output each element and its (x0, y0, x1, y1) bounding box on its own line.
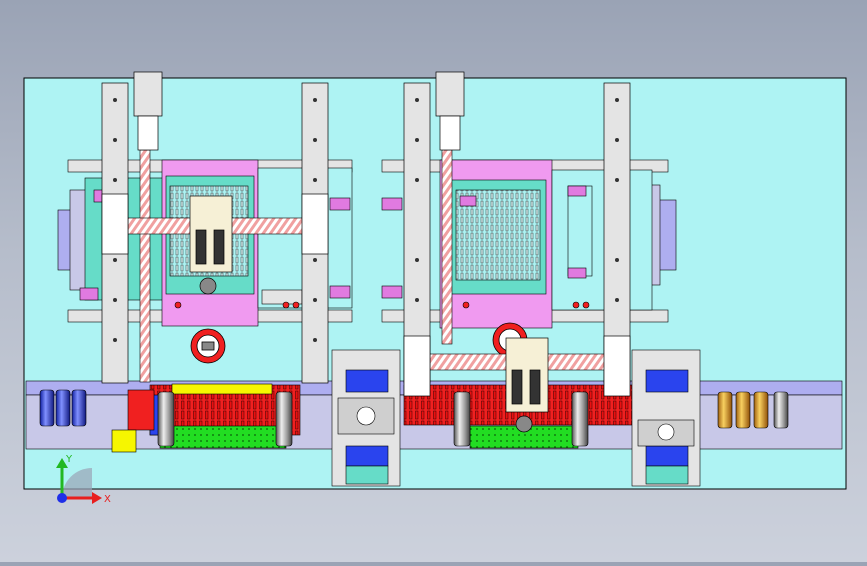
axis-triad: X Y (56, 454, 111, 505)
tool-heads (101, 193, 631, 433)
station-right (381, 159, 669, 329)
y-axis-label: Y (65, 454, 73, 465)
cylinders (39, 389, 789, 447)
servo-motors (133, 71, 465, 151)
x-axis-label: X (104, 494, 111, 505)
y-axis-arrowhead (56, 458, 68, 468)
lower-carriages (331, 349, 701, 487)
x-axis-arrowhead (92, 492, 102, 504)
z-axis-origin (57, 493, 67, 503)
